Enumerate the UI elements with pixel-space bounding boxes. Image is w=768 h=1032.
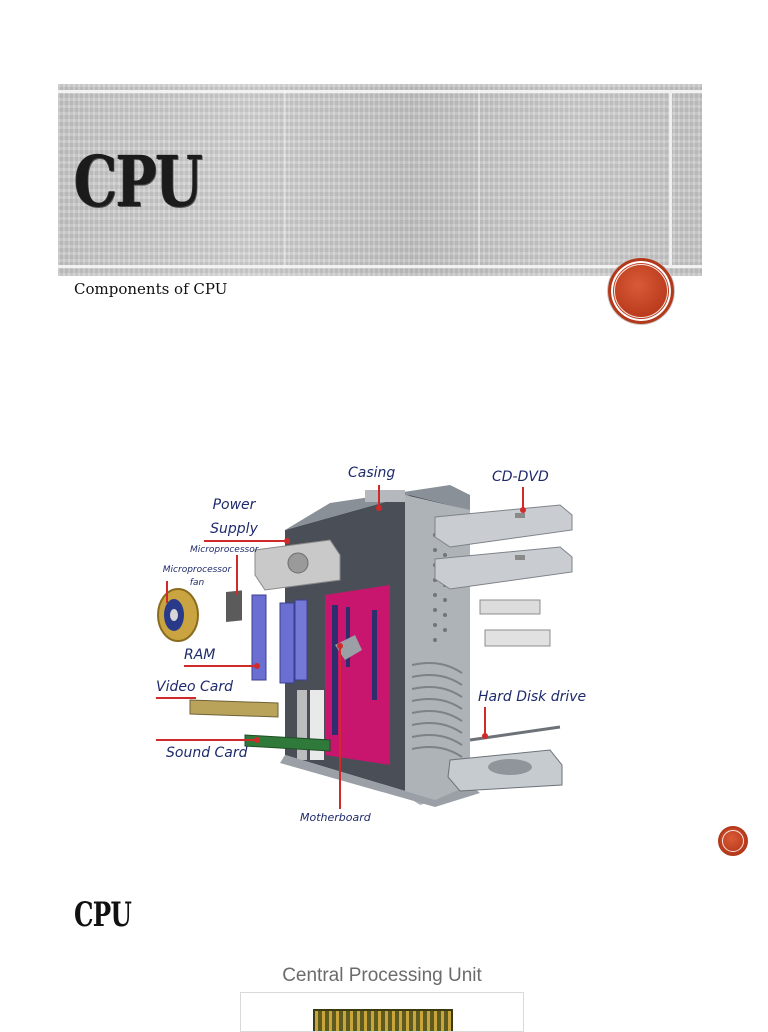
case-base (280, 755, 480, 807)
floppy-drive (484, 629, 551, 647)
video-card-illustration (189, 699, 279, 718)
motherboard-slots (332, 605, 377, 735)
title-banner: CPU (58, 84, 702, 276)
label-microprocessor: Microprocessor (190, 545, 259, 555)
leader-video-card (156, 697, 196, 699)
banner-top-line (58, 90, 702, 93)
label-microprocessor-fan-line2: fan (189, 578, 205, 588)
image-caption: Central Processing Unit (282, 965, 482, 986)
label-power-supply-line1: Power (212, 497, 256, 513)
slide-2-title: CPU (74, 895, 132, 935)
leader-motherboard (339, 645, 341, 809)
banner-tile-separator (284, 90, 286, 268)
decorative-circle-small (718, 826, 748, 856)
leader-power-supply (204, 540, 286, 542)
hard-disk-drive-illustration (447, 725, 563, 792)
case-top-vent (365, 490, 405, 502)
leader-pin-motherboard (337, 643, 343, 649)
label-casing: Casing (348, 465, 396, 481)
decorative-circle (608, 258, 674, 324)
drive-bay-cover (479, 599, 541, 615)
computer-case-illustration (157, 485, 573, 807)
banner-right-line (669, 90, 672, 268)
label-sound-card: Sound Card (166, 745, 248, 761)
leader-pin-power-supply (284, 538, 290, 544)
slide-title: CPU (74, 140, 203, 223)
leader-pin-casing (376, 505, 382, 511)
label-power-supply-line2: Supply (210, 521, 258, 537)
leader-pin-ram (254, 663, 260, 669)
leader-microprocessor-fan (166, 581, 168, 603)
cd-dvd-drives (434, 504, 573, 590)
cpu-image-frame (240, 992, 524, 1032)
ram-modules (251, 594, 308, 684)
label-video-card: Video Card (156, 679, 233, 695)
leader-pin-cd-dvd (520, 507, 526, 513)
label-microprocessor-fan-line1: Microprocessor (162, 565, 232, 575)
label-ram: RAM (184, 647, 216, 663)
cpu-heatsink (335, 635, 362, 660)
microprocessor-chip (226, 590, 242, 623)
label-hard-disk-drive: Hard Disk drive (478, 689, 587, 705)
microprocessor-fan-illustration (157, 588, 199, 642)
leader-sound-card (156, 739, 256, 741)
banner-tile-separator (478, 90, 480, 268)
leader-microprocessor (236, 555, 238, 595)
case-grille (411, 662, 463, 758)
leader-ram (184, 665, 256, 667)
leader-pin-sound-card (254, 737, 260, 743)
label-cd-dvd: CD-DVD (492, 469, 549, 485)
leader-cd-dvd (522, 487, 524, 509)
sound-card-illustration (244, 734, 331, 752)
banner-bottom-line (58, 265, 702, 268)
leader-hard-disk-drive (484, 707, 486, 735)
label-motherboard: Motherboard (300, 811, 371, 824)
leader-casing (378, 485, 380, 507)
case-top (285, 485, 470, 530)
cpu-chip-illustration (313, 1009, 453, 1031)
power-supply-fan (287, 552, 309, 574)
slide-subtitle: Components of CPU (74, 280, 228, 298)
cpu-components-diagram: Casing CD-DVD Power Supply Microprocesso… (150, 455, 610, 835)
leader-pin-hard-disk-drive (482, 733, 488, 739)
